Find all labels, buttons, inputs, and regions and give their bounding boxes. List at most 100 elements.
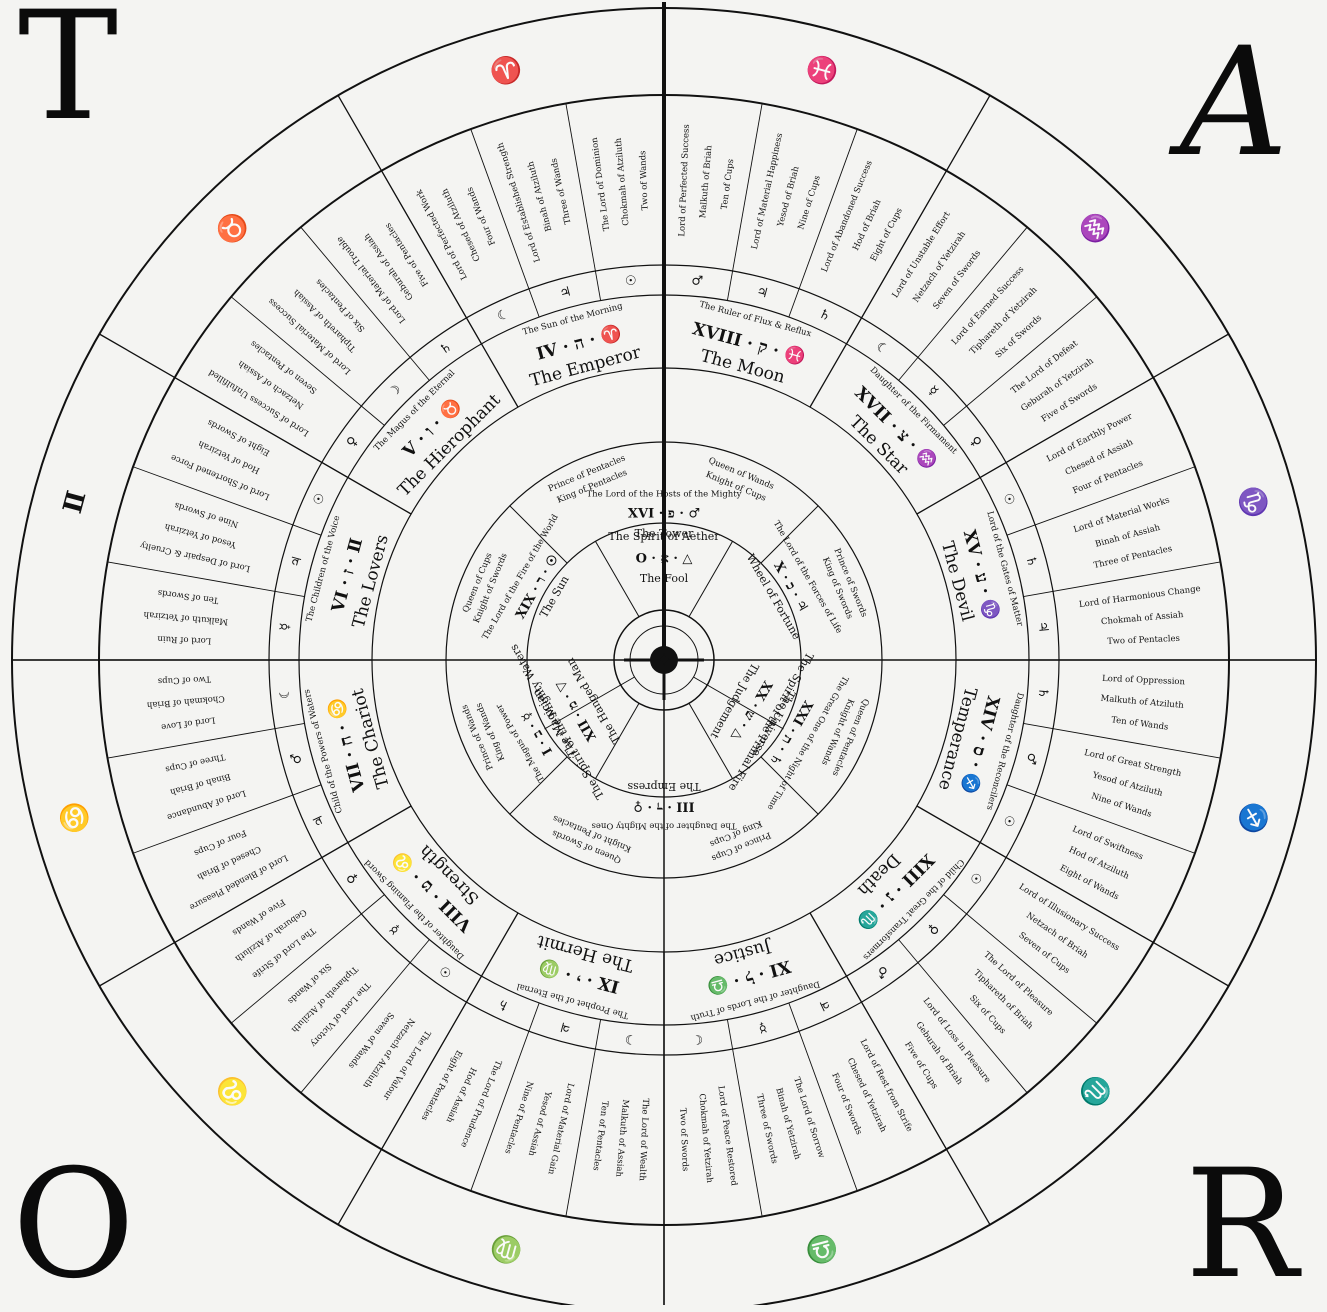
libra-sign: ♎ [802,1230,841,1268]
planet-trump-divider [596,541,640,616]
decan-divider [175,843,348,943]
decan-text: Lord of Material Happiness [750,132,785,250]
decan-text: Chokmah of Assiah [1101,610,1185,627]
planet-trump-caption: The Daughter of the Mighty Ones [591,821,736,831]
cancer-sign: ♋ [56,798,94,837]
decan-text: Yesod of Briah [776,165,802,229]
decan-planet-icon: ☉ [310,491,329,508]
decan-planet-icon: ☾ [691,1031,704,1047]
decan-planet-icon: ☾ [873,339,891,358]
decan-planet-icon: ♃ [816,995,833,1014]
decan-text: Chokmah of Briah [146,693,225,710]
decan-text: Three of Cups [164,751,225,774]
center-star-icon: ✦ [656,650,671,671]
decan-planet-icon: ♂ [1022,751,1040,766]
decan-planet-icon: ♃ [1035,620,1051,633]
decan-text: Nine of Swords [173,500,239,530]
decan-planet-icon: ♄ [1022,554,1040,569]
decan-planet-icon: ♃ [558,284,573,302]
decan-planet-icon: ☉ [999,812,1018,829]
decan-text: Nine of Cups [796,174,822,231]
decan-planet-icon: ☿ [925,383,941,399]
aquarius-sign: ♒ [1073,206,1118,251]
decan-planet-icon: ☉ [437,962,455,981]
decan-divider [727,104,762,301]
decan-text: The Lord of Wealth [637,1098,650,1181]
decan-text: The Lord of Dominion [590,136,612,231]
decan-text: Lord of Peace Restored [715,1085,738,1187]
decan-planet-icon: ♃ [310,812,329,829]
decan-text: Three of Wands [549,157,573,225]
virgo-sign: ♍ [486,1230,525,1268]
decan-text: Netzach of Assiah [236,358,306,411]
decan-text: Malkuth of Assiah [613,1099,630,1178]
decan-divider [980,843,1153,943]
decan-text: Lord of Shortened Force [170,452,272,502]
capricorn-sign: ♑ [1234,482,1272,521]
center-cross: ✦ [624,620,704,700]
decan-divider [980,378,1153,478]
decan-planet-icon: ♀ [344,870,362,886]
decan-divider [566,1019,601,1216]
decan-planet-icon: ♂ [691,273,704,289]
decan-text: Lord of Perfected Success [677,124,692,237]
decan-text: Lord of Oppression [1102,674,1186,687]
planet-trump-title: The Empress [627,780,700,793]
decan-text: Seven of Pentacles [249,338,319,395]
element-trump-title: The Fool [640,572,689,585]
decan-planet-icon: ♃ [288,554,306,569]
scorpio-sign: ♏ [1073,1069,1118,1114]
decan-text: Lord of Ruin [157,633,212,645]
decan-text: Geburah of Briah [913,1020,964,1087]
decan-planet-icon: ☾ [495,306,512,325]
decan-divider [175,378,348,478]
decan-planet-icon: ☽ [386,382,405,401]
element-trump-attribution: O · א · △ [636,552,693,567]
planet-trump-attribution: XVI · פ · ♂ [628,507,700,522]
decan-planet-icon: ♂ [288,751,306,766]
decan-text: Lord of Harmonious Change [1078,584,1201,610]
decan-planet-icon: ♃ [558,1018,573,1036]
decan-planet-icon: ♂ [873,962,891,981]
decan-planet-icon: ♄ [816,306,833,325]
decan-text: Three of Pentacles [1093,544,1173,571]
decan-text: Ten of Pentacles [590,1100,609,1171]
decan-text: Malkuth of Yetzirah [143,609,229,626]
decan-divider [847,171,947,344]
decan-planet-icon: ☿ [387,921,403,937]
decan-text: Three of Swords [754,1093,779,1165]
decan-planet-icon: ♄ [437,339,455,358]
decan-text: Malkuth of Briah [698,144,714,218]
element-trump-caption: The Spirit of Aether [608,530,720,543]
decan-text: Binah of Briah [168,771,231,797]
decan-text: Nine of Wands [1090,791,1153,819]
decan-text: Malkuth of Atziluth [1100,694,1184,711]
taurus-sign: ♉ [210,206,255,251]
decan-planet-icon: ☾ [277,687,293,700]
decan-planet-icon: ♀ [966,434,984,450]
decan-divider [108,562,305,597]
decan-planet-icon: ☿ [757,1019,769,1036]
leo-sign: ♌ [210,1069,255,1114]
decan-text: Ten of Swords [157,587,219,605]
decan-text: Lord of Love [160,714,215,731]
decan-planet-icon: ♄ [495,995,512,1014]
decan-text: Two of Wands [638,150,650,210]
decan-planet-icon: ☽ [624,1031,637,1047]
planet-trump-caption: The Lord of the Hosts of the Mighty [587,490,742,500]
decan-divider [382,976,482,1149]
decan-text: The Lord of Valour [380,1028,432,1102]
aries-sign: ♈ [486,52,525,90]
decan-text: Chokmah of Yetzirah [696,1093,714,1184]
pisces-sign: ♓ [802,52,841,90]
decan-text: Two of Swords [677,1108,690,1172]
decan-divider [108,723,305,758]
decan-divider [1023,723,1220,758]
decan-planet-icon: ☿ [278,622,294,631]
decan-text: Chokmah of Atziluth [614,137,632,226]
sagittarius-sign: ♐ [1234,798,1272,837]
decan-text: Binah of Assiah [1094,523,1162,550]
planet-trump-divider [689,541,733,616]
decan-text: Two of Cups [158,673,212,685]
